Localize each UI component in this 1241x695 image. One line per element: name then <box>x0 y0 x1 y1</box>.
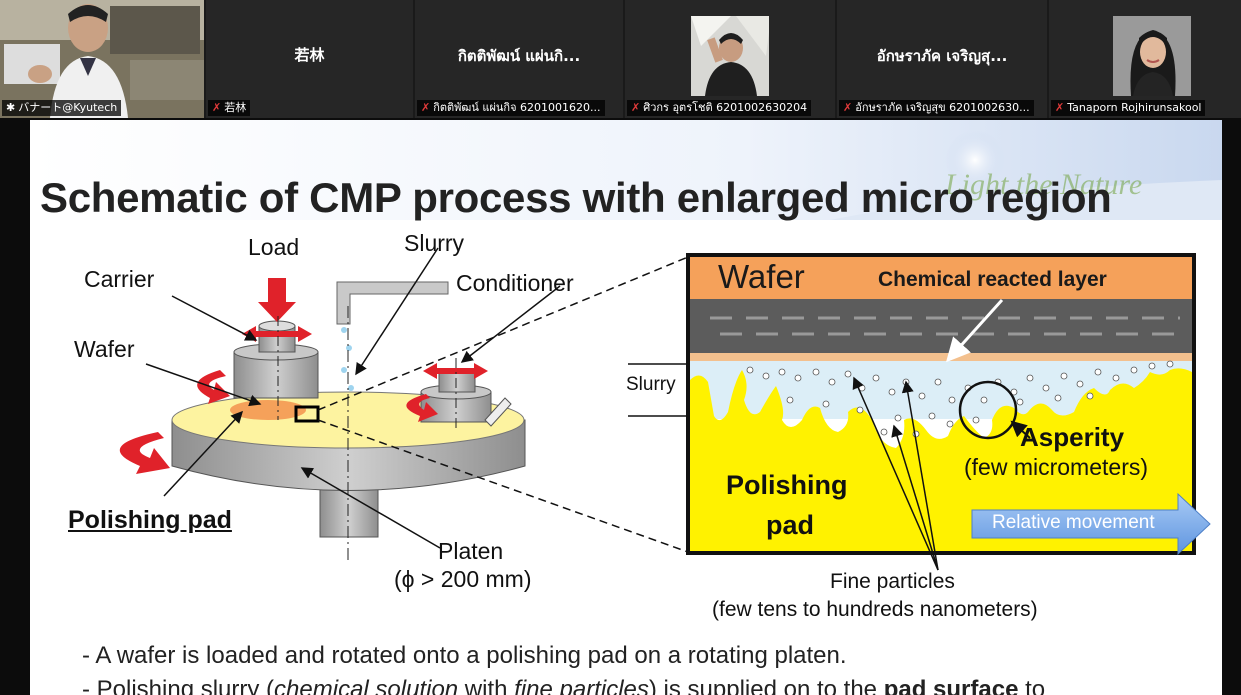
presentation-slide: Light the Nature Schematic of CMP proces… <box>30 120 1222 695</box>
slide-watermark: Light the Nature <box>945 168 1143 201</box>
shared-screen: Light the Nature Schematic of CMP proces… <box>0 118 1241 695</box>
participant-name-label: ✗Tanaporn Rojhirunsakool <box>1051 100 1206 116</box>
wafer-label: Wafer <box>74 336 135 362</box>
platen-diameter-label: (ϕ > 200 mm) <box>394 566 532 592</box>
participant-name-label: ✗ศิวกร อุตรโชติ 6201002630204 <box>627 100 812 116</box>
inset-wafer-label: Wafer <box>718 258 805 295</box>
inset-polishing-label: Polishing <box>726 470 848 500</box>
inset-slurry-label: Slurry <box>626 374 676 395</box>
slide-header-decoration <box>30 120 1222 220</box>
slide-title: Schematic of CMP process with enlarged m… <box>40 174 1112 221</box>
muted-mic-icon: ✗ <box>1055 101 1065 114</box>
participant-tile-wakabayashi[interactable]: 若林 ✗若林 <box>206 0 413 118</box>
participant-name-label: ✗若林 <box>208 100 251 116</box>
asperity-label: Asperity <box>1020 422 1125 452</box>
chemical-layer-label: Chemical reacted layer <box>878 268 1107 291</box>
inset-pad-label: pad <box>766 510 815 540</box>
muted-mic-icon: ✗ <box>421 101 431 114</box>
participant-strip: ✱バナート@Kyutech 若林 ✗若林 กิตติพัฒน์ แผ่นกิ..… <box>0 0 1241 118</box>
participant-center-name: 若林 <box>294 46 325 64</box>
participant-tile-siwakorn[interactable]: ✗ศิวกร อุตรโชติ 6201002630204 <box>625 0 835 118</box>
polishing-pad-label: Polishing pad <box>68 506 232 534</box>
cmp-schematic <box>119 247 1211 571</box>
participant-tile-tanaporn[interactable]: ✗Tanaporn Rojhirunsakool <box>1049 0 1241 118</box>
platen-label: Platen <box>438 538 504 564</box>
participant-center-name: อักษราภัค เจริญสุ... <box>876 47 1008 65</box>
muted-mic-icon: ✗ <box>212 101 222 114</box>
participant-photo <box>691 16 769 96</box>
micro-region-inset <box>628 253 1211 556</box>
muted-mic-icon: ✗ <box>631 101 641 114</box>
participant-tile-banato[interactable]: ✱バナート@Kyutech <box>0 0 204 118</box>
participant-photo <box>1113 16 1191 96</box>
participant-name-label: ✗อักษราภัค เจริญสุข 6201002630... <box>839 100 1034 116</box>
slurry-label: Slurry <box>404 230 465 256</box>
slide-bullet-2: - Polishing slurry (chemical solution wi… <box>82 676 1046 695</box>
fine-particles-size-label: (few tens to hundreds nanometers) <box>712 598 1038 621</box>
participant-name-label: ✗กิตติพัฒน์ แผ่นกิจ 6201001620... <box>417 100 605 116</box>
carrier-label: Carrier <box>84 266 155 292</box>
participant-center-name: กิตติพัฒน์ แผ่นกิ... <box>457 47 581 65</box>
asperity-size-label: (few micrometers) <box>964 454 1149 480</box>
participant-tile-aksarapak[interactable]: อักษราภัค เจริญสุ... ✗อักษราภัค เจริญสุข… <box>837 0 1047 118</box>
relative-movement-label: Relative movement <box>992 512 1155 533</box>
fine-particles-label: Fine particles <box>830 570 955 593</box>
slide-bullet-1: - A wafer is loaded and rotated onto a p… <box>82 642 847 669</box>
load-label: Load <box>248 234 300 260</box>
muted-mic-icon: ✗ <box>843 101 853 114</box>
participant-video <box>0 0 204 118</box>
participant-name-label: ✱バナート@Kyutech <box>2 100 122 116</box>
participant-tile-kittipat[interactable]: กิตติพัฒน์ แผ่นกิ... ✗กิตติพัฒน์ แผ่นกิจ… <box>415 0 623 118</box>
conditioner-label: Conditioner <box>456 270 574 296</box>
